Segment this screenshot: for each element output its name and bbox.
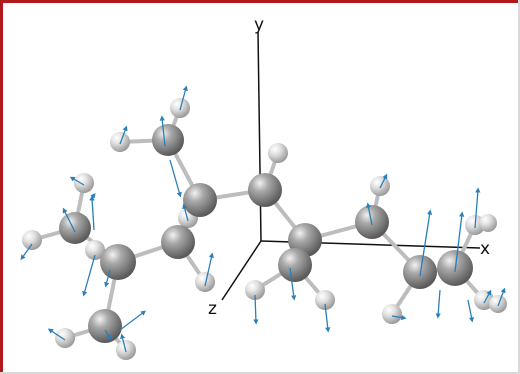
frame-bottom-border <box>0 372 520 374</box>
frame-right-border <box>518 0 520 374</box>
frame-left-border <box>0 0 3 374</box>
carbon-atoms <box>59 124 473 343</box>
y-axis-line <box>257 31 262 242</box>
x-axis-label: x <box>480 239 490 259</box>
displacement-vectors <box>20 85 506 353</box>
hydrogen-atoms <box>22 98 507 360</box>
frame-top-border <box>0 0 520 3</box>
z-axis-label: z <box>208 299 217 319</box>
y-axis-label: y <box>254 15 264 35</box>
z-axis-line <box>221 240 262 301</box>
